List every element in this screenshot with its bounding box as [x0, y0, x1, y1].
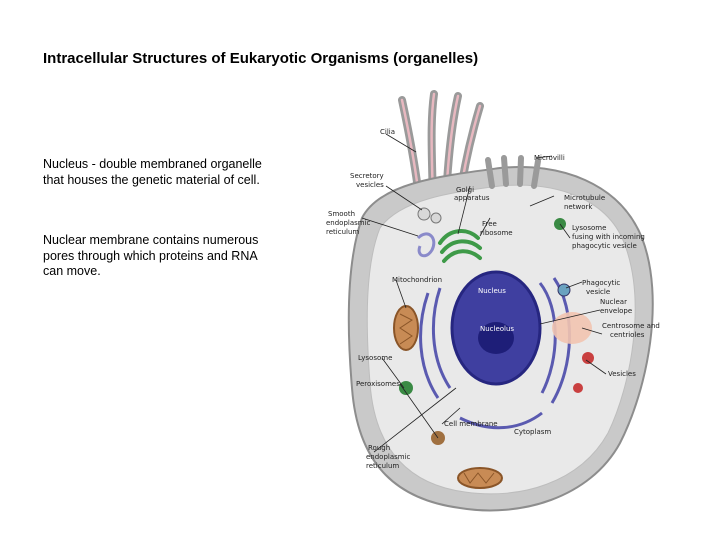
phagocytic-vesicle	[557, 283, 571, 297]
mitochondrion-icon	[457, 467, 503, 489]
nucleus-description: Nucleus - double membraned organelle tha…	[43, 157, 262, 187]
label-smooth-er-line3: reticulum	[326, 228, 359, 236]
label-microtubule-network: Microtubule	[564, 194, 605, 202]
vesicle	[573, 383, 583, 393]
eukaryotic-cell-diagram: Cilia Microvilli Secretory vesicles Golg…	[326, 90, 660, 512]
label-phagocytic-vesicle-line2: vesicle	[586, 288, 610, 296]
label-rough-er-line3: reticulum	[366, 462, 399, 470]
label-smooth-er-line2: endoplasmic	[326, 219, 371, 227]
label-centrosome-line2: centrioles	[610, 331, 645, 339]
label-vesicles: Vesicles	[608, 370, 636, 378]
label-microtubule-network-line2: network	[564, 203, 593, 211]
label-lysosome-fusing-line3: phagocytic vesicle	[572, 242, 637, 250]
slide-title: Intracellular Structures of Eukaryotic O…	[43, 50, 479, 67]
lysosome	[399, 381, 413, 395]
label-nucleus: Nucleus	[478, 287, 506, 295]
centrosome	[552, 312, 592, 344]
label-lysosome: Lysosome	[358, 354, 392, 362]
label-mitochondrion: Mitochondrion	[392, 276, 442, 284]
label-golgi-apparatus-line2: apparatus	[454, 194, 490, 202]
nucleolus	[478, 322, 514, 354]
diagram-labels: Cilia Microvilli Secretory vesicles Golg…	[326, 128, 660, 470]
label-rough-er: Rough	[368, 444, 390, 452]
label-secretory-vesicles: Secretory	[350, 172, 384, 180]
label-smooth-er: Smooth	[328, 210, 355, 218]
leader-lines	[361, 133, 607, 453]
label-rough-er-line2: endoplasmic	[366, 453, 411, 461]
secretory-vesicle	[430, 212, 442, 224]
smooth-endoplasmic-reticulum	[416, 232, 436, 258]
label-cytoplasm: Cytoplasm	[514, 428, 551, 436]
secretory-vesicle	[417, 207, 431, 221]
mitochondrion-icon	[393, 305, 419, 351]
label-secretory-vesicles-line2: vesicles	[356, 181, 384, 189]
label-centrosome: Centrosome and	[602, 322, 660, 330]
vesicle	[582, 352, 594, 364]
label-peroxisomes: Peroxisomes	[356, 380, 400, 388]
label-nucleolus: Nucleolus	[480, 325, 514, 333]
label-phagocytic-vesicle: Phagocytic	[582, 279, 620, 287]
nuclear-membrane-description: Nuclear membrane contains numerous pores…	[43, 233, 259, 278]
label-lysosome-fusing: Lysosome	[572, 224, 606, 232]
label-lysosome-fusing-line2: fusing with incoming	[572, 233, 645, 241]
label-golgi-apparatus: Golgi	[456, 186, 474, 194]
label-cilia: Cilia	[380, 128, 395, 136]
microvilli	[485, 155, 541, 189]
label-free-ribosome: Free	[482, 220, 497, 228]
label-free-ribosome-line2: ribosome	[480, 229, 513, 237]
label-microvilli: Microvilli	[534, 154, 565, 162]
label-nuclear-envelope: Nuclear	[600, 298, 627, 306]
label-nuclear-envelope-line2: envelope	[600, 307, 632, 315]
label-cell-membrane: Cell membrane	[444, 420, 498, 428]
